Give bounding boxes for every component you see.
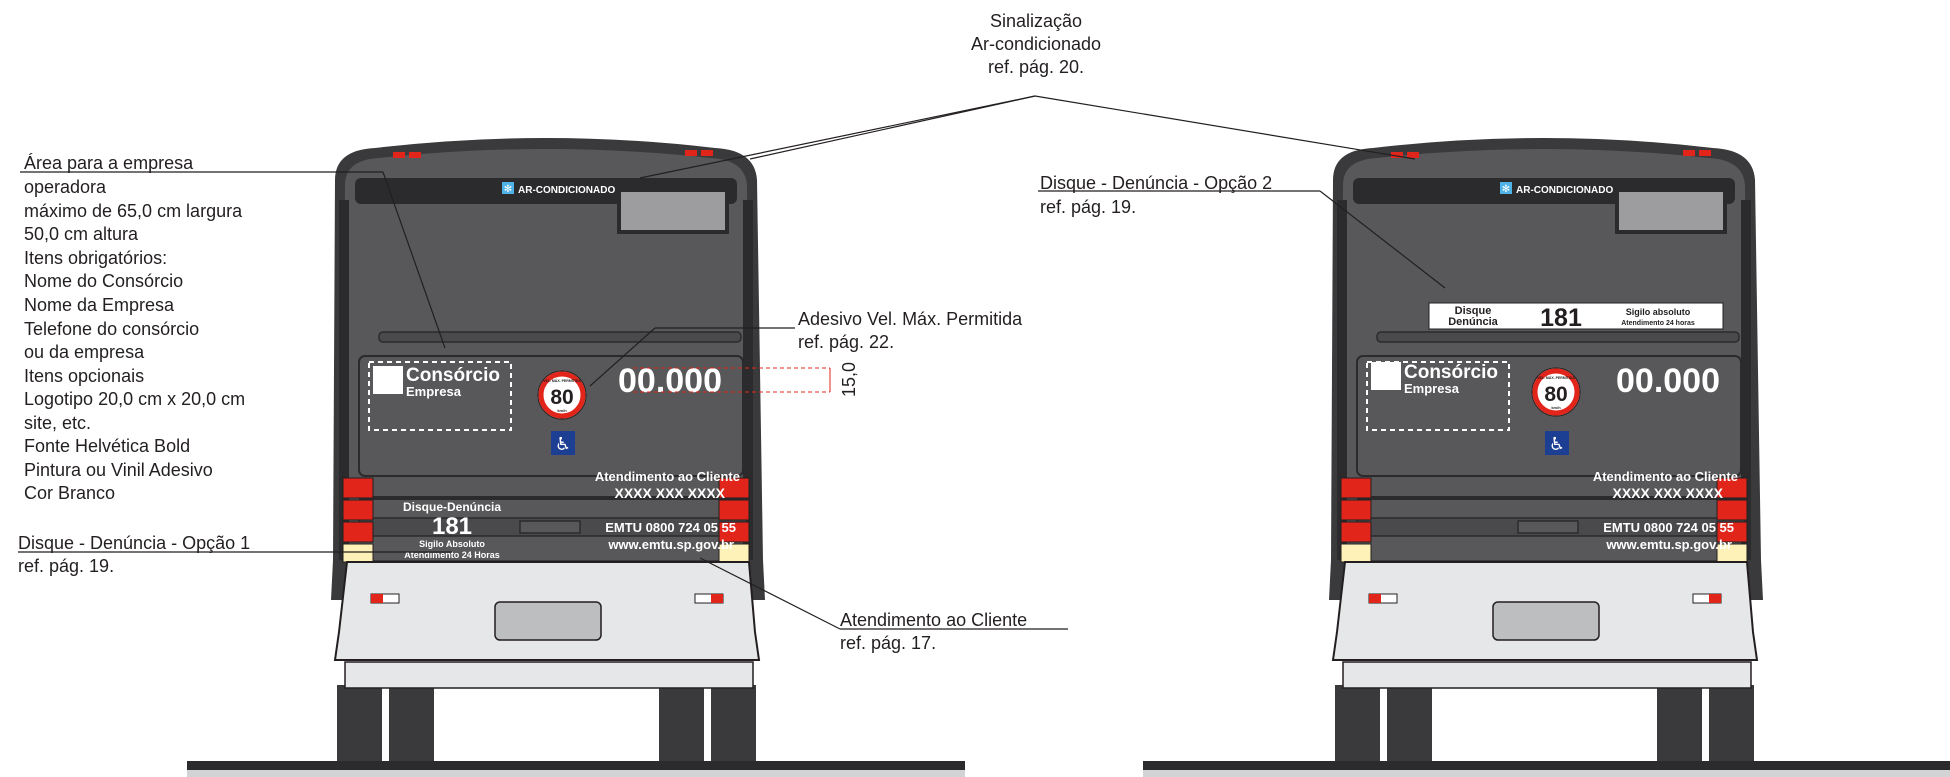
svg-text:VEL. MÁX. PERMITIDA: VEL. MÁX. PERMITIDA xyxy=(543,378,581,383)
svg-text:máximo de 65,0 cm largura: máximo de 65,0 cm largura xyxy=(24,201,243,221)
svg-text:Logotipo 20,0 cm x 20,0 cm: Logotipo 20,0 cm x 20,0 cm xyxy=(24,389,245,409)
svg-text:181: 181 xyxy=(432,513,472,540)
ac-label: AR-CONDICIONADO xyxy=(518,185,615,196)
svg-text:site, etc.: site, etc. xyxy=(24,413,91,433)
svg-text:Atendimento ao Cliente: Atendimento ao Cliente xyxy=(840,610,1027,630)
snowflake-icon: ✻ xyxy=(504,184,512,195)
speed-sticker-left: VEL. MÁX. PERMITIDA 80 km/h xyxy=(537,370,587,420)
svg-text:80: 80 xyxy=(1544,383,1567,406)
callout-speed-sticker: Adesivo Vel. Máx. Permitida ref. pág. 22… xyxy=(798,309,1023,352)
leader-lines xyxy=(18,95,1446,630)
svg-text:Ar-condicionado: Ar-condicionado xyxy=(971,34,1101,54)
svg-text:EMTU 0800 724 05 55: EMTU 0800 724 05 55 xyxy=(1603,520,1734,535)
operator-area-left: Consórcio Empresa xyxy=(368,361,512,431)
svg-text:Nome da Empresa: Nome da Empresa xyxy=(24,295,175,315)
speed-limit-value: 80 xyxy=(550,386,573,409)
svg-text:Consórcio: Consórcio xyxy=(1404,362,1498,383)
bus-rear-option-1: ✻ AR-CONDICIONADO Consórcio Empresa VEL.… xyxy=(330,137,766,766)
svg-text:km/h: km/h xyxy=(1551,405,1561,410)
svg-text:ref. pág. 17.: ref. pág. 17. xyxy=(840,633,936,653)
svg-text:Disque - Denúncia - Opção 1: Disque - Denúncia - Opção 1 xyxy=(18,533,250,553)
svg-text:km/h: km/h xyxy=(557,408,567,413)
svg-text:ref. pág. 19.: ref. pág. 19. xyxy=(18,556,114,576)
dimension-marker: 15,0 xyxy=(633,362,859,397)
svg-text:ref. pág. 20.: ref. pág. 20. xyxy=(988,57,1084,77)
svg-text:Sinalização: Sinalização xyxy=(990,11,1082,31)
svg-text:Cor Branco: Cor Branco xyxy=(24,483,115,503)
svg-text:Sigilo Absoluto: Sigilo Absoluto xyxy=(419,539,485,549)
svg-text:Disque-Denúncia: Disque-Denúncia xyxy=(403,500,501,514)
svg-text:Disque: Disque xyxy=(1455,305,1492,317)
svg-text:VEL. MÁX. PERMITIDA: VEL. MÁX. PERMITIDA xyxy=(1537,375,1575,380)
operator-area-right: Consórcio Empresa xyxy=(1366,361,1510,431)
emtu-site: www.emtu.sp.gov.br xyxy=(607,537,734,552)
svg-text:www.emtu.sp.gov.br: www.emtu.sp.gov.br xyxy=(1605,537,1732,552)
ground-right xyxy=(1143,761,1950,770)
ground-left xyxy=(187,761,965,770)
svg-text:181: 181 xyxy=(1540,304,1582,332)
wheelchair-icon: ♿ xyxy=(1549,434,1565,455)
company-label: Empresa xyxy=(406,384,462,399)
svg-text:ref. pág. 22.: ref. pág. 22. xyxy=(798,332,894,352)
wheelchair-icon: ♿ xyxy=(555,434,571,455)
svg-text:Fonte Helvética Bold: Fonte Helvética Bold xyxy=(24,436,190,456)
svg-text:Telefone do consórcio: Telefone do consórcio xyxy=(24,319,199,339)
svg-text:Atendimento 24 horas: Atendimento 24 horas xyxy=(1621,320,1695,327)
denuncia-banner-option-2: Disque Denúncia 181 Sigilo absoluto Aten… xyxy=(1428,302,1724,332)
dimension-value: 15,0 xyxy=(839,362,859,397)
ac-signage-left: ✻ AR-CONDICIONADO xyxy=(502,182,615,196)
emtu-phone: EMTU 0800 724 05 55 xyxy=(605,520,736,535)
svg-text:Pintura ou Vinil Adesivo: Pintura ou Vinil Adesivo xyxy=(24,460,213,480)
svg-text:XXXX XXX XXXX: XXXX XXX XXXX xyxy=(1613,485,1724,501)
svg-text:Empresa: Empresa xyxy=(1404,381,1460,396)
callout-denuncia-option-1: Disque - Denúncia - Opção 1 ref. pág. 19… xyxy=(18,533,250,576)
speed-sticker-right: VEL. MÁX. PERMITIDA 80 km/h xyxy=(1531,367,1581,417)
snowflake-icon: ✻ xyxy=(1502,184,1510,195)
svg-text:Nome do Consórcio: Nome do Consórcio xyxy=(24,271,183,291)
svg-text:Denúncia: Denúncia xyxy=(1448,316,1498,328)
callout-denuncia-option-2: Disque - Denúncia - Opção 2 ref. pág. 19… xyxy=(1040,173,1272,217)
svg-text:Atendimento 24 Horas: Atendimento 24 Horas xyxy=(404,550,500,560)
bus-rear-option-2: ✻ AR-CONDICIONADO Disque Denúncia 181 Si… xyxy=(1328,137,1764,766)
denuncia-option-1: Disque-Denúncia 181 Sigilo Absoluto Aten… xyxy=(403,500,501,560)
callout-signage: Sinalização Ar-condicionado ref. pág. 20… xyxy=(971,11,1101,77)
svg-text:50,0 cm altura: 50,0 cm altura xyxy=(24,224,139,244)
svg-text:ou da empresa: ou da empresa xyxy=(24,342,145,362)
svg-text:ref. pág. 19.: ref. pág. 19. xyxy=(1040,197,1136,217)
svg-text:AR-CONDICIONADO: AR-CONDICIONADO xyxy=(1516,185,1613,196)
service-title: Atendimento ao Cliente xyxy=(595,469,740,484)
callout-customer-service: Atendimento ao Cliente ref. pág. 17. xyxy=(840,610,1027,653)
accessibility-sign-right: ♿ xyxy=(1545,431,1569,455)
svg-text:operadora: operadora xyxy=(24,177,107,197)
svg-text:Itens obrigatórios:: Itens obrigatórios: xyxy=(24,248,167,268)
service-phone: XXXX XXX XXXX xyxy=(615,485,726,501)
svg-text:Atendimento ao Cliente: Atendimento ao Cliente xyxy=(1593,469,1738,484)
svg-text:00.000: 00.000 xyxy=(1616,362,1720,400)
callout-operator-area: Área para a empresa operadora máximo de … xyxy=(24,153,245,503)
svg-text:Itens opcionais: Itens opcionais xyxy=(24,366,144,386)
svg-text:Sigilo absoluto: Sigilo absoluto xyxy=(1626,307,1691,317)
accessibility-sign-left: ♿ xyxy=(551,431,575,455)
consortium-label: Consórcio xyxy=(406,365,500,386)
svg-text:Área para a empresa: Área para a empresa xyxy=(24,153,194,173)
svg-text:Adesivo Vel. Máx. Permitida: Adesivo Vel. Máx. Permitida xyxy=(798,309,1023,329)
svg-text:Disque - Denúncia - Opção 2: Disque - Denúncia - Opção 2 xyxy=(1040,173,1272,193)
ac-signage-right: ✻ AR-CONDICIONADO xyxy=(1500,182,1613,196)
